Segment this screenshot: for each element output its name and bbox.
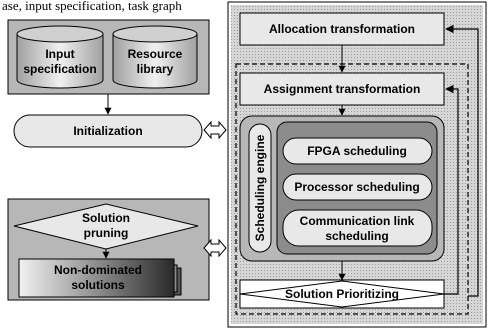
assignment-loop-frame xyxy=(235,63,469,315)
input-specification-line-1: Input xyxy=(45,47,74,61)
pruning-panel: Solution pruning Non-dominated solutions xyxy=(7,198,210,301)
pruning-double-arrow xyxy=(203,238,227,258)
scheduling-engine-label: Scheduling engine xyxy=(253,134,267,241)
header-fragment: ase, input specification, task graph xyxy=(2,0,182,13)
comm-link-line-2: scheduling xyxy=(325,229,388,243)
solution-pruning-line-2: pruning xyxy=(84,226,129,240)
init-double-arrow xyxy=(203,120,227,140)
assignment-label: Assignment transformation xyxy=(264,82,421,96)
non-dominated-line-1: Non-dominated xyxy=(54,263,142,277)
solution-prioritizing-box: Solution Prioritizing xyxy=(239,279,445,309)
allocation-transformation-box: Allocation transformation xyxy=(239,12,445,46)
assignment-transformation-box: Assignment transformation xyxy=(239,72,445,106)
resource-library-cylinder: Resource library xyxy=(112,25,198,89)
feedback-to-allocation-arrow xyxy=(445,24,479,297)
initialization-label: Initialization xyxy=(73,124,142,138)
processor-scheduling-box: Processor scheduling xyxy=(282,173,433,201)
input-panel: Input specification Resource library xyxy=(7,19,210,95)
non-dominated-line-2: solutions xyxy=(71,278,125,292)
comm-link-line-1: Communication link xyxy=(300,214,415,228)
input-specification-line-2: specification xyxy=(23,62,96,76)
solution-pruning-diamond xyxy=(13,203,199,250)
allocation-label: Allocation transformation xyxy=(269,22,415,36)
feedback-to-assignment-arrow xyxy=(444,84,459,295)
scheduling-engine-container: Scheduling engine FPGA scheduling Proces… xyxy=(239,115,445,262)
scheduling-engine-label-pill xyxy=(248,123,272,253)
resource-library-line-2: library xyxy=(137,62,174,76)
non-dominated-solutions-stack xyxy=(18,258,182,298)
initialization-box: Initialization xyxy=(13,114,203,148)
prioritizing-label: Solution Prioritizing xyxy=(285,287,399,301)
processor-label: Processor scheduling xyxy=(294,180,419,194)
input-specification-cylinder: Input specification xyxy=(16,25,104,89)
solution-pruning-line-1: Solution xyxy=(82,211,130,225)
fpga-label: FPGA scheduling xyxy=(307,144,407,158)
fpga-scheduling-box: FPGA scheduling xyxy=(282,137,433,165)
resource-library-line-1: Resource xyxy=(128,47,183,61)
communication-link-scheduling-box: Communication link scheduling xyxy=(282,209,433,247)
